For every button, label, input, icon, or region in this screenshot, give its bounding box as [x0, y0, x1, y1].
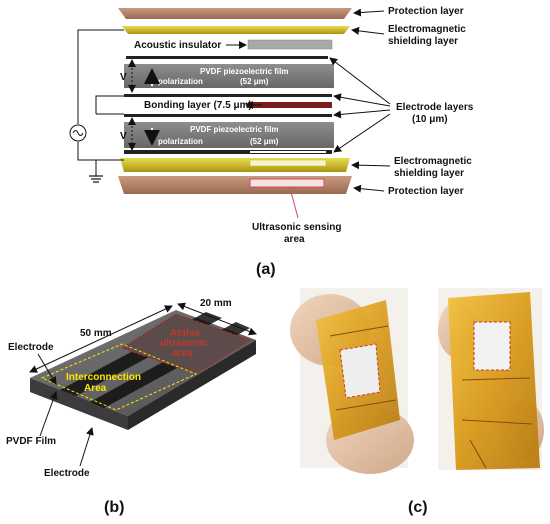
- ultrasonic-sensing-window: [249, 178, 325, 188]
- pvdf-slab-front-right: [128, 340, 256, 430]
- sensing-window-shield: [249, 159, 327, 167]
- shielding-layer-top: [122, 26, 350, 34]
- voltage-label-top: V: [120, 72, 127, 83]
- bonding-layer-label: Bonding layer (7.5 μm): [144, 100, 252, 111]
- sensing-area-label-2: area: [284, 234, 305, 245]
- electrode-layer-arrows: [329, 57, 391, 153]
- shield-top-arrow: [351, 26, 385, 35]
- circuit-wiring: [77, 29, 124, 183]
- electrode-layer-4: [124, 150, 332, 154]
- film-top-title: PVDF piezoelectric film: [200, 67, 288, 76]
- film-bottom-thickness: (52 μm): [250, 137, 279, 146]
- panel-c-caption: (c): [408, 499, 428, 516]
- sensing-window-electrode: [250, 151, 326, 153]
- protection-top-label: Protection layer: [388, 6, 464, 17]
- sine-wave-icon: [72, 130, 84, 136]
- film-bottom-polarization: polarization: [158, 137, 203, 146]
- electrode-layers-label-2: (10 μm): [412, 114, 448, 125]
- shield-top-label-1: Electromagnetic: [388, 24, 466, 35]
- electrode-top-label: Electrode: [8, 342, 54, 353]
- electrode-bottom-label: Electrode: [44, 468, 90, 479]
- active-area-label-3: area: [172, 348, 193, 359]
- film-bottom-title: PVDF piezoelectric film: [190, 125, 278, 134]
- protection-top-arrow: [353, 8, 385, 17]
- protection-bottom-label: Protection layer: [388, 186, 464, 197]
- pvdf-film-top: [124, 64, 334, 88]
- electrode-layer-3: [124, 114, 332, 117]
- shield-bottom-label-1: Electromagnetic: [394, 156, 472, 167]
- electrode-bottom-arrow: [79, 427, 94, 467]
- pvdf-film-bottom: [124, 122, 334, 148]
- protection-layer-top: [118, 8, 352, 19]
- length-dimension-arrow: [29, 305, 173, 373]
- photo-flexible-sensor-2: [438, 288, 544, 470]
- length-dimension-label: 50 mm: [80, 328, 112, 339]
- interconnection-label-1: Interconnection: [66, 372, 141, 383]
- active-area-label-2: ultrasonic: [160, 338, 208, 349]
- electrode-layer-1: [126, 56, 328, 59]
- panel-a: PVDF piezoelectric film (52 μm) polariza…: [69, 6, 474, 278]
- acoustic-insulator-label: Acoustic insulator: [134, 40, 221, 51]
- width-dimension-label: 20 mm: [200, 298, 232, 309]
- pvdf-slab-front-left: [30, 378, 128, 430]
- interconnection-label-2: Area: [84, 383, 107, 394]
- width-dimension-arrow: [177, 302, 257, 336]
- sensing-area-label-1: Ultrasonic sensing: [252, 222, 341, 233]
- protection-bottom-arrow: [353, 184, 385, 193]
- active-area-label-1: Active: [170, 328, 200, 339]
- photo-flexible-sensor-1: [290, 288, 414, 474]
- panel-b: 50 mm 20 mm Active ultrasonic area Inter…: [6, 298, 257, 516]
- panel-b-caption: (b): [104, 499, 124, 516]
- electrode-top-arrow: [37, 353, 57, 385]
- electrode-layers-label-1: Electrode layers: [396, 102, 474, 113]
- bonding-layer-block: [248, 102, 332, 108]
- pvdf-film-label: PVDF Film: [6, 436, 56, 447]
- sensing-area-leader: [289, 187, 299, 219]
- panel-a-caption: (a): [256, 261, 276, 278]
- film-top-polarization: polarization: [158, 77, 203, 86]
- shield-bottom-arrow: [351, 161, 391, 170]
- panel-c: (c): [290, 288, 544, 516]
- pvdf-film-arrow: [39, 391, 58, 437]
- shield-bottom-label-2: shielding layer: [394, 168, 464, 179]
- acoustic-insulator-block: [247, 39, 333, 50]
- shield-top-label-2: shielding layer: [388, 36, 458, 47]
- film-top-thickness: (52 μm): [240, 77, 269, 86]
- electrode-layer-2: [124, 94, 332, 97]
- voltage-label-bottom: V: [120, 131, 127, 142]
